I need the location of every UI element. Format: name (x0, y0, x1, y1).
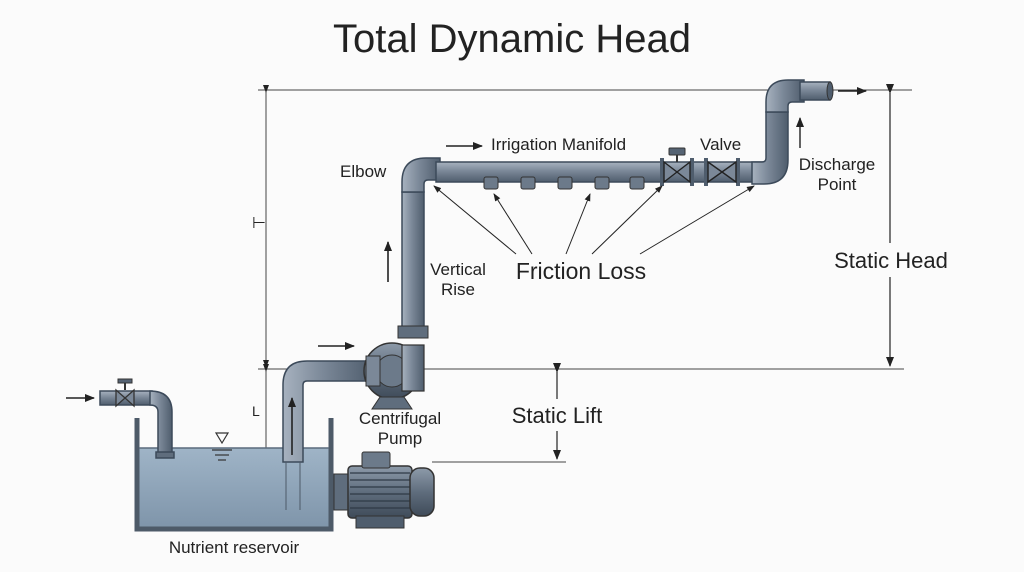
friction-loss-leaders (433, 185, 755, 255)
dimension-mark-upper: ⊢ (252, 215, 266, 232)
emitter (557, 176, 573, 190)
discharge-label-line1: Discharge (799, 155, 876, 174)
static-lift-label-bg (504, 399, 612, 431)
pump-label-line2: Pump (378, 429, 422, 448)
emitter (483, 176, 499, 190)
centrifugal-pump (363, 342, 425, 410)
vertical-rise-label-line1: Vertical (430, 260, 486, 279)
pump-label-line1: Centrifugal (359, 409, 441, 428)
discharge-riser (751, 79, 834, 185)
electric-motor (333, 451, 435, 529)
emitter (594, 176, 610, 190)
static-lift-label: Static Lift (512, 403, 602, 428)
elbow-label: Elbow (340, 162, 387, 181)
inlet-pipe (99, 390, 175, 459)
dimension-mark-lower: L (252, 403, 260, 419)
friction-loss-label: Friction Loss (516, 258, 646, 284)
reservoir-label: Nutrient reservoir (169, 538, 300, 557)
discharge-label-line2: Point (818, 175, 857, 194)
emitter (629, 176, 645, 190)
manifold-label: Irrigation Manifold (491, 135, 626, 154)
static-head-label: Static Head (834, 248, 948, 273)
water-level-symbol (212, 432, 232, 461)
diagram-title: Total Dynamic Head (333, 17, 691, 61)
nutrient-reservoir (134, 418, 334, 532)
valve-label: Valve (700, 135, 741, 154)
manifold-emitters (483, 176, 645, 190)
vertical-rise-label-line2: Rise (441, 280, 475, 299)
emitter (520, 176, 536, 190)
manifold-valve-left (660, 147, 694, 186)
inlet-valve (115, 378, 135, 408)
elbow-fitting (401, 157, 441, 193)
vertical-rise-pipe (397, 191, 429, 339)
manifold-valve-right (704, 158, 740, 186)
static-head-label-bg (826, 243, 956, 277)
